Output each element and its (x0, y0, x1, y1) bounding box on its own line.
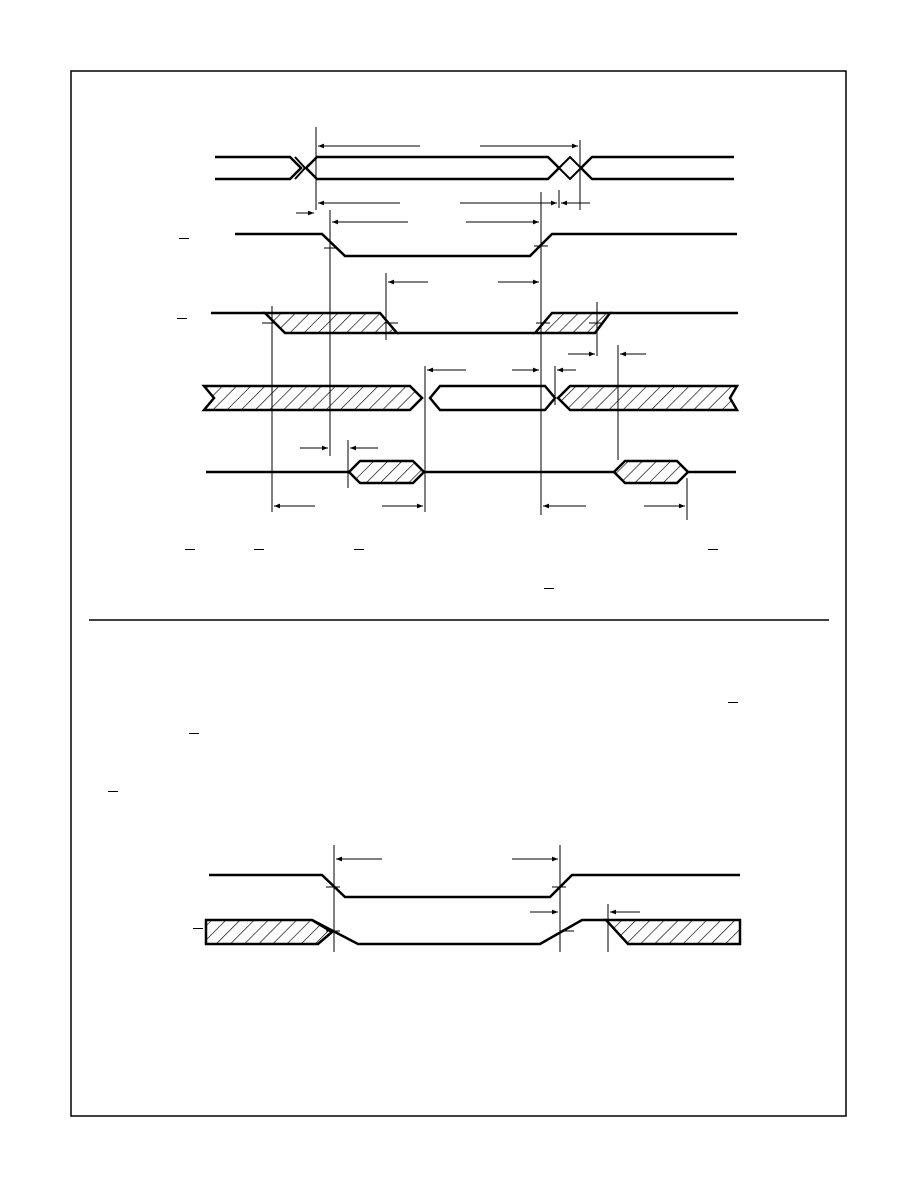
upper-timing-diagram (201, 127, 740, 520)
overbar-footnote-5 (544, 588, 554, 589)
lower-signal-row-1-pulse (209, 873, 740, 899)
page-frame (70, 70, 847, 1117)
overbar-note-1 (728, 702, 738, 703)
overbar-footnote-4 (708, 549, 718, 550)
signal-row-3-hatched-pulse (211, 311, 738, 335)
signal-row-2-pulse (235, 232, 737, 258)
upper-timing-arrows (274, 143, 685, 509)
overbar-lower-row2-label (193, 928, 203, 929)
lower-reference-lines (326, 845, 609, 952)
overbar-footnote-3 (354, 549, 364, 550)
overbar-note-3 (108, 791, 118, 792)
overbar-footnote-2 (254, 549, 264, 550)
upper-tick-marks (262, 245, 603, 324)
overbar-note-2 (189, 733, 199, 734)
overbar-row2-label (179, 238, 189, 239)
signal-row-1-bus (215, 155, 734, 181)
signal-row-5-hatched-pulses (206, 459, 736, 485)
overbar-row3-label (177, 318, 187, 319)
lower-signal-row-2-hatched-bus (204, 918, 742, 946)
overbar-footnote-1 (185, 549, 195, 550)
lower-timing-arrows (336, 856, 640, 915)
signal-row-4-hatched-bus (201, 384, 740, 412)
lower-timing-diagram (204, 845, 742, 952)
